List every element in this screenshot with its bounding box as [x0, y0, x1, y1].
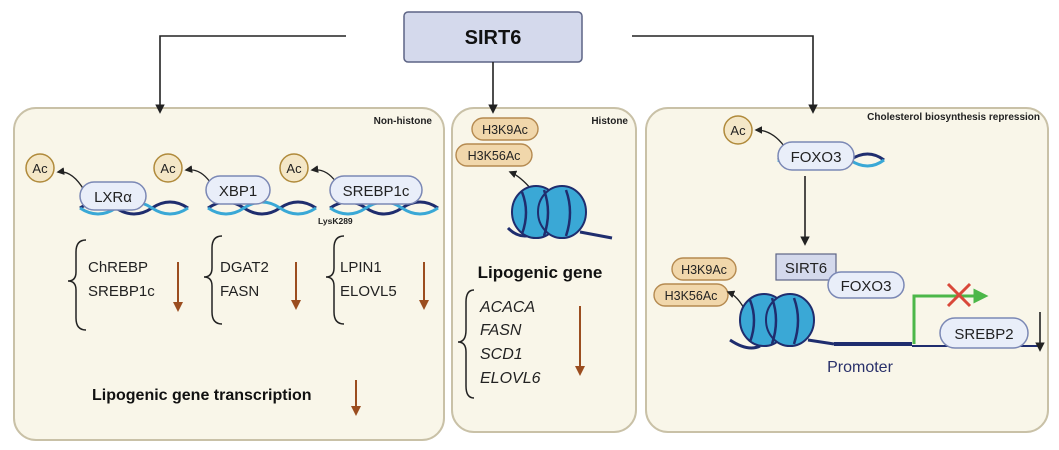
- factor-pill-srebp1c: SREBP1c: [329, 175, 423, 205]
- svg-text:Ac: Ac: [730, 123, 746, 138]
- svg-text:FOXO3: FOXO3: [841, 278, 892, 295]
- svg-text:SREBP2: SREBP2: [954, 326, 1013, 343]
- promoter-label: Promoter: [827, 359, 893, 376]
- svg-text:Ac: Ac: [160, 161, 176, 176]
- site-label: LysK289: [318, 216, 353, 226]
- arrow-to-non-histone: [155, 35, 346, 114]
- svg-text:H3K9Ac: H3K9Ac: [681, 263, 727, 277]
- panel-cholesterol: [645, 107, 1049, 433]
- ac-arrow: [56, 167, 85, 191]
- svg-text:XBP1: XBP1: [219, 183, 257, 200]
- svg-text:Ac: Ac: [32, 161, 48, 176]
- factor-pill-foxo3: FOXO3: [777, 141, 855, 171]
- factor-pill-lxra: LXRα: [79, 181, 147, 211]
- complex-foxo3: FOXO3: [827, 271, 905, 299]
- svg-text:H3K56Ac: H3K56Ac: [468, 149, 521, 163]
- svg-text:H3K9Ac: H3K9Ac: [482, 123, 528, 137]
- panel-histone: [451, 107, 637, 433]
- ac-badge: Ac: [153, 153, 183, 183]
- factor-pill-xbp1: XBP1: [205, 175, 271, 205]
- ac-arrow: [754, 126, 785, 147]
- label-cholesterol: Cholesterol biosynthesis repression: [867, 112, 1040, 123]
- gene-label: DGAT2: [220, 259, 269, 276]
- svg-text:FOXO3: FOXO3: [791, 149, 842, 166]
- lipogenic-gene-heading: Lipogenic gene: [478, 263, 603, 282]
- footer-left: Lipogenic gene transcription: [92, 387, 312, 404]
- histone-mark-h3k56ac: H3K56Ac: [455, 143, 533, 167]
- gene-label: ELOVL6: [480, 370, 541, 387]
- arrow-to-cholesterol: [632, 35, 818, 114]
- svg-text:LXRα: LXRα: [94, 189, 132, 206]
- target-pill-srebp2: SREBP2: [939, 317, 1029, 349]
- svg-text:Ac: Ac: [286, 161, 302, 176]
- brace: [325, 235, 345, 325]
- gene-label: SCD1: [480, 346, 523, 363]
- histone-mark-h3k56ac: H3K56Ac: [653, 283, 729, 307]
- nucleosome-icon: [506, 185, 613, 240]
- gene-label: SREBP1c: [88, 283, 155, 300]
- gene-label: FASN: [480, 322, 522, 339]
- gene-label: ELOVL5: [340, 283, 397, 300]
- nucleosome-icon: [729, 293, 835, 350]
- brace: [203, 235, 223, 325]
- label-histone: Histone: [591, 116, 628, 127]
- gene-label: FASN: [220, 283, 259, 300]
- svg-text:SREBP1c: SREBP1c: [343, 183, 410, 200]
- brace: [457, 289, 475, 399]
- gene-label: ChREBP: [88, 259, 148, 276]
- complex-sirt6: [775, 253, 837, 281]
- gene-label: LPIN1: [340, 259, 382, 276]
- svg-text:H3K56Ac: H3K56Ac: [665, 289, 718, 303]
- ac-badge: Ac: [25, 153, 55, 183]
- histone-mark-h3k9ac: H3K9Ac: [471, 117, 539, 141]
- title-text: SIRT6: [465, 27, 522, 49]
- gene-label: ACACA: [479, 299, 535, 316]
- label-non-histone: Non-histone: [374, 116, 433, 127]
- complex-sirt6-label: SIRT6: [785, 260, 827, 277]
- histone-mark-h3k9ac: H3K9Ac: [671, 257, 737, 281]
- ac-arrow: [184, 165, 211, 183]
- ac-badge: Ac: [279, 153, 309, 183]
- blocked-icon: [946, 282, 972, 308]
- brace: [67, 239, 87, 331]
- ac-badge: Ac: [723, 115, 753, 145]
